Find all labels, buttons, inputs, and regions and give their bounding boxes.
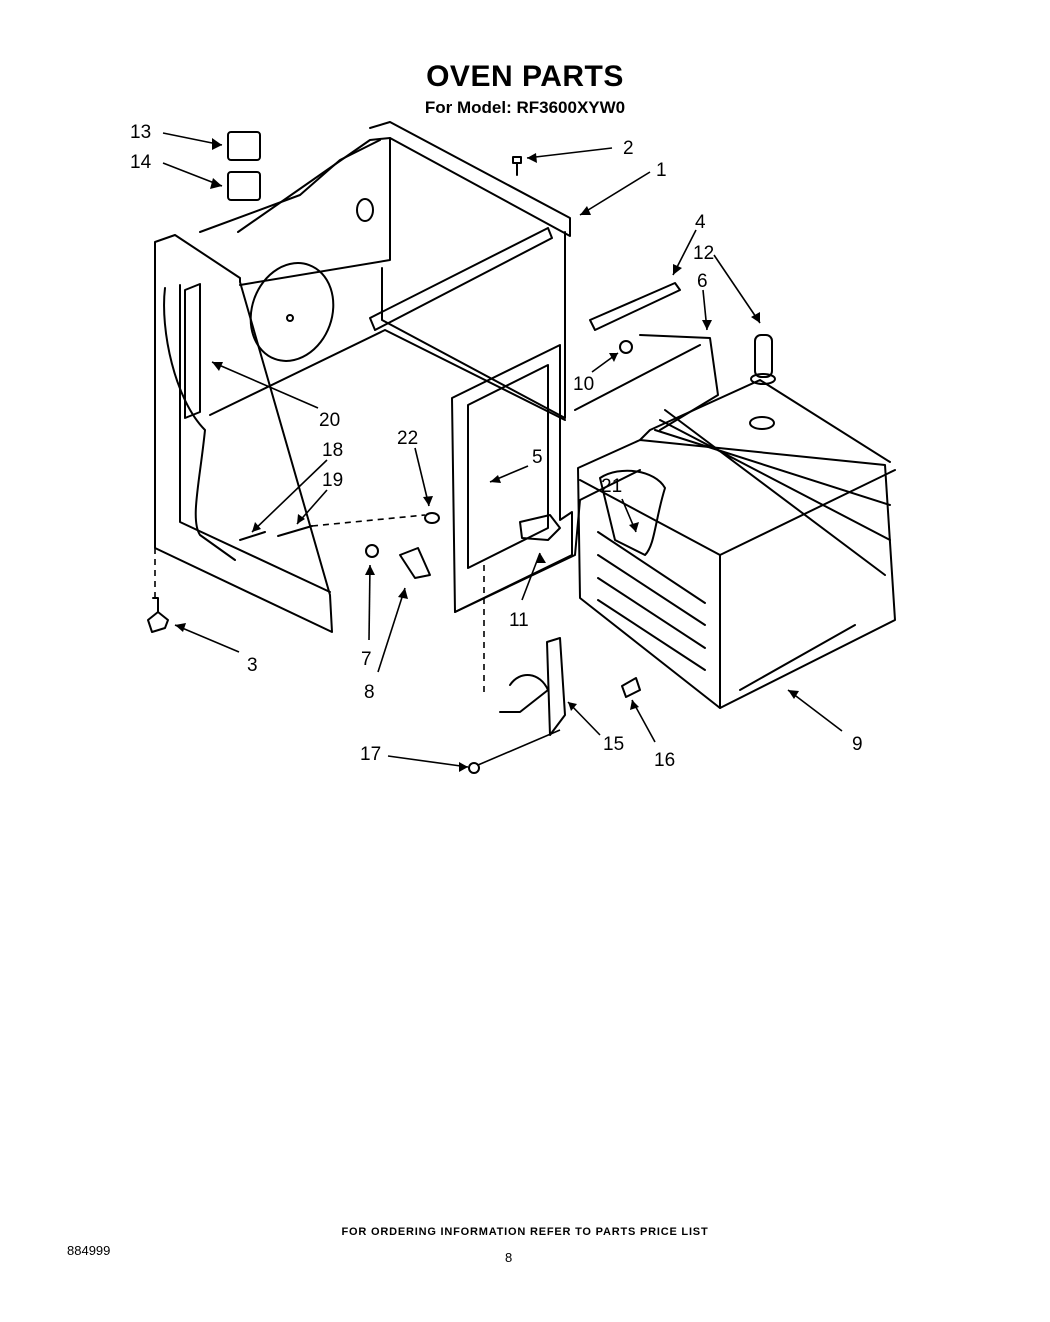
- front-frame: [451, 344, 573, 613]
- callout-16: 16: [654, 750, 675, 771]
- callout-2: 2: [623, 138, 634, 159]
- document-number: 884999: [67, 1243, 111, 1258]
- callout-14: 14: [130, 152, 152, 173]
- callout-21: 21: [601, 476, 622, 497]
- part-13-cap: [227, 131, 261, 161]
- arrowheads: [175, 138, 799, 772]
- front-frame-inner: [467, 364, 549, 569]
- oven-chassis-drawing: [147, 121, 896, 774]
- part-15-hinge: [546, 637, 566, 736]
- callout-3: 3: [247, 655, 258, 676]
- leader-lines: [154, 132, 843, 768]
- part-3-leveling-leg: [147, 611, 169, 633]
- callout-6: 6: [697, 271, 708, 292]
- model-subtitle: For Model: RF3600XYW0: [424, 98, 626, 117]
- page-number: 8: [505, 1250, 513, 1265]
- callout-10: 10: [573, 374, 594, 395]
- callout-15: 15: [603, 734, 624, 755]
- back-panel-fan-opening: [249, 262, 335, 362]
- part-12-cylinder: [754, 334, 773, 378]
- callout-labels: 13 14 2 1 4 12 6 10 20 18 19 22 5 21 11 …: [130, 122, 863, 771]
- left-panel-wire: [163, 287, 236, 561]
- callout-11: 11: [509, 610, 529, 631]
- drawer-side-frame: [639, 334, 719, 431]
- rear-divider: [381, 231, 566, 419]
- callout-17: 17: [360, 744, 381, 765]
- callout-22: 22: [397, 428, 418, 449]
- part-2-screw: [512, 156, 522, 176]
- part-14-cap: [227, 171, 261, 201]
- part-7-nut: [365, 544, 379, 558]
- part-11-bracket: [519, 514, 561, 541]
- part-18-spring: [239, 531, 266, 541]
- callout-20: 20: [319, 410, 340, 431]
- left-panel-bracket: [184, 283, 201, 419]
- back-panel-top-flange: [369, 121, 571, 237]
- callout-7: 7: [361, 649, 372, 670]
- back-panel-stiffener: [199, 139, 381, 233]
- callout-5: 5: [532, 447, 543, 468]
- callout-1: 1: [656, 160, 667, 181]
- front-right-rail: [589, 282, 681, 331]
- floor-line: [209, 329, 566, 421]
- part-17-clip: [468, 762, 480, 774]
- callout-8: 8: [364, 682, 375, 703]
- ordering-note: FOR ORDERING INFORMATION REFER TO PARTS …: [341, 1226, 709, 1238]
- back-panel: [237, 137, 391, 286]
- callout-13: 13: [130, 122, 151, 143]
- left-panel-rib: [179, 284, 331, 593]
- part-19-spring: [277, 525, 313, 537]
- part-16-bolt: [621, 677, 641, 698]
- left-side-panel: [154, 234, 333, 633]
- top-rail: [369, 227, 553, 331]
- callout-4: 4: [695, 212, 706, 233]
- page-title: OVEN PARTS: [426, 60, 624, 93]
- callout-9: 9: [852, 734, 863, 755]
- callout-19: 19: [322, 470, 343, 491]
- part-8-clip: [399, 547, 431, 579]
- callout-12: 12: [693, 243, 714, 264]
- part-22-grommet: [424, 512, 440, 524]
- part-21-bracket: [599, 469, 666, 556]
- callout-18: 18: [322, 440, 343, 461]
